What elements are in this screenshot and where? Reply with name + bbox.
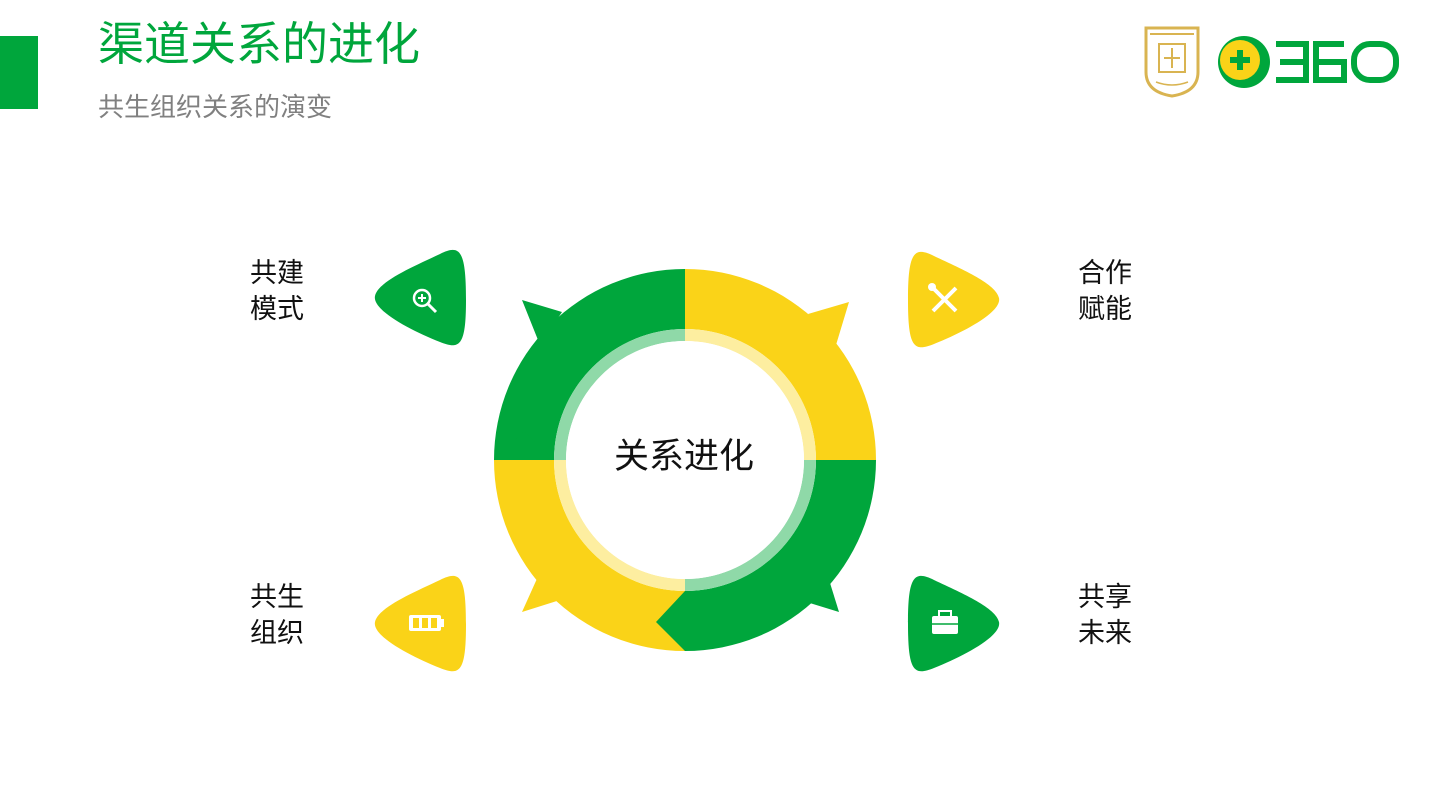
node-label-line: 组织 xyxy=(250,618,304,649)
inner-ring xyxy=(554,329,816,591)
ring-chevron-right xyxy=(816,460,876,489)
node-label-line: 未来 xyxy=(1078,618,1132,649)
accent-bar xyxy=(0,36,38,109)
ring-chevron-top xyxy=(685,269,714,329)
ring-chevron-left xyxy=(494,431,554,460)
node-badge-top-left xyxy=(374,249,466,346)
node-label-top-right: 合作 赋能 xyxy=(1078,256,1132,328)
tools-icon xyxy=(928,283,958,313)
ring-segment-bottom-right xyxy=(685,460,876,651)
briefcase-icon xyxy=(932,610,958,634)
node-label-line: 模式 xyxy=(250,294,304,325)
node-label-line: 共建 xyxy=(250,258,304,289)
ring-segment-bottom-left xyxy=(494,460,685,651)
node-label-top-left: 共建 模式 xyxy=(250,256,304,328)
logo-area xyxy=(1140,22,1410,98)
page-subtitle: 共生组织关系的演变 xyxy=(98,93,333,123)
node-label-line: 共享 xyxy=(1078,582,1132,613)
ring-chevron-bottom xyxy=(656,591,685,651)
node-badge-top-right xyxy=(908,251,1000,348)
node-label-bottom-left: 共生 组织 xyxy=(250,580,304,652)
brand-360-logo xyxy=(1218,36,1399,88)
node-label-line: 共生 xyxy=(250,582,304,613)
ring-arrow-top-right xyxy=(808,302,849,345)
ring-arrow-top-left xyxy=(522,300,562,345)
node-label-line: 合作 xyxy=(1078,258,1132,289)
anniversary-badge-logo xyxy=(1144,26,1200,98)
node-badge-bottom-left xyxy=(374,575,466,672)
ring-arrow-bottom-right xyxy=(800,570,839,612)
cycle-ring xyxy=(494,269,876,651)
ring-arrow-bottom-left xyxy=(522,572,560,612)
battery-icon xyxy=(409,615,444,631)
node-label-bottom-right: 共享 未来 xyxy=(1078,580,1132,652)
zoom-in-icon xyxy=(412,288,438,314)
node-label-line: 赋能 xyxy=(1078,294,1132,325)
page-title: 渠道关系的进化 xyxy=(98,17,420,71)
center-label: 关系进化 xyxy=(613,437,754,477)
ring-segment-top-left xyxy=(494,269,685,460)
ring-segment-top-right xyxy=(685,269,876,460)
node-badge-bottom-right xyxy=(908,575,1000,672)
